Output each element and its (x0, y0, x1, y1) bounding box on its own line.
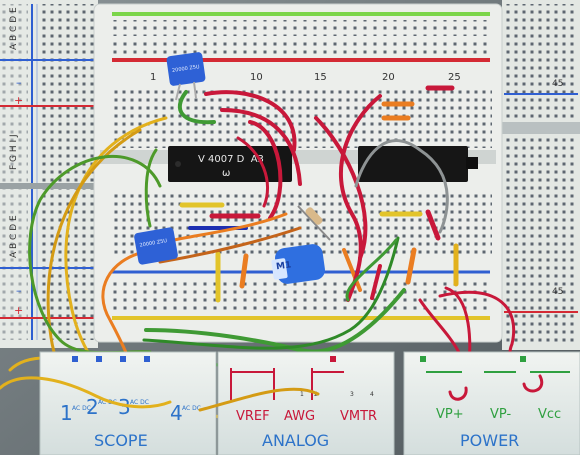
row-letters-mid: F G H I J (9, 134, 19, 170)
capacitor-blue-label: M1 (276, 260, 292, 272)
left-breadboard (0, 0, 98, 348)
scope-ch2-sub: AC DC (98, 399, 117, 406)
right-breadboard (502, 0, 580, 350)
column-number-25: 25 (448, 72, 461, 83)
analog-panel (217, 351, 395, 455)
ic-chip-left-logo: ω (222, 168, 230, 179)
column-number-20: 20 (382, 72, 395, 83)
scope-title: SCOPE (94, 431, 148, 450)
analog-mark-1: 1 (300, 391, 304, 398)
analog-mark-3: 3 (350, 391, 354, 398)
ic-chip-left-label: V 4007 D A3 (198, 154, 264, 165)
column-number-1: 1 (150, 72, 156, 83)
capacitor-blue (271, 244, 325, 284)
power-label-vp-minus: VP- (490, 407, 511, 422)
power-title: POWER (460, 431, 519, 450)
minus-sign-2: – (16, 284, 22, 297)
column-number-10: 10 (250, 72, 263, 83)
power-label-vp-plus: VP+ (436, 407, 464, 422)
resistor (297, 205, 331, 241)
plus-sign-1: + (14, 94, 23, 107)
ic-chip-left (168, 146, 292, 182)
analog-title: ANALOG (262, 431, 329, 450)
scope-ch2-num: 2 (86, 395, 99, 419)
plus-sign-2: + (14, 304, 23, 317)
analog-mark-4: 4 (370, 391, 374, 398)
panel-wires (0, 374, 544, 412)
capacitor-top-label: 20000 Z5U (172, 64, 201, 74)
right-number-1: 45 (552, 79, 563, 89)
row-letters-low: A B C D E (9, 215, 19, 258)
power-label-vcc: Vcc (538, 407, 561, 422)
minus-sign-1: – (16, 76, 22, 89)
ic-chip-right (358, 146, 478, 182)
scope-ch1-sub: AC DC (72, 405, 91, 412)
capacitor-mid-label: 20000 Z5U (139, 238, 168, 249)
right-number-2: 45 (552, 287, 563, 297)
scope-ch4-num: 4 (170, 401, 183, 425)
analog-label-vref: VREF (236, 409, 270, 424)
scope-ch4-sub: AC DC (182, 405, 201, 412)
column-number-15: 15 (314, 72, 327, 83)
scope-panel (39, 351, 217, 455)
capacitor-top (166, 52, 206, 101)
capacitor-mid (134, 227, 178, 265)
scope-ch3-num: 3 (118, 395, 131, 419)
analog-label-awg: AWG (284, 409, 315, 424)
power-panel (403, 351, 580, 455)
row-letters-top: A B C D E (9, 7, 19, 50)
analog-label-vmtr: VMTR (340, 409, 377, 424)
scope-ch3-sub: AC DC (130, 399, 149, 406)
scope-ch1-num: 1 (60, 401, 73, 425)
